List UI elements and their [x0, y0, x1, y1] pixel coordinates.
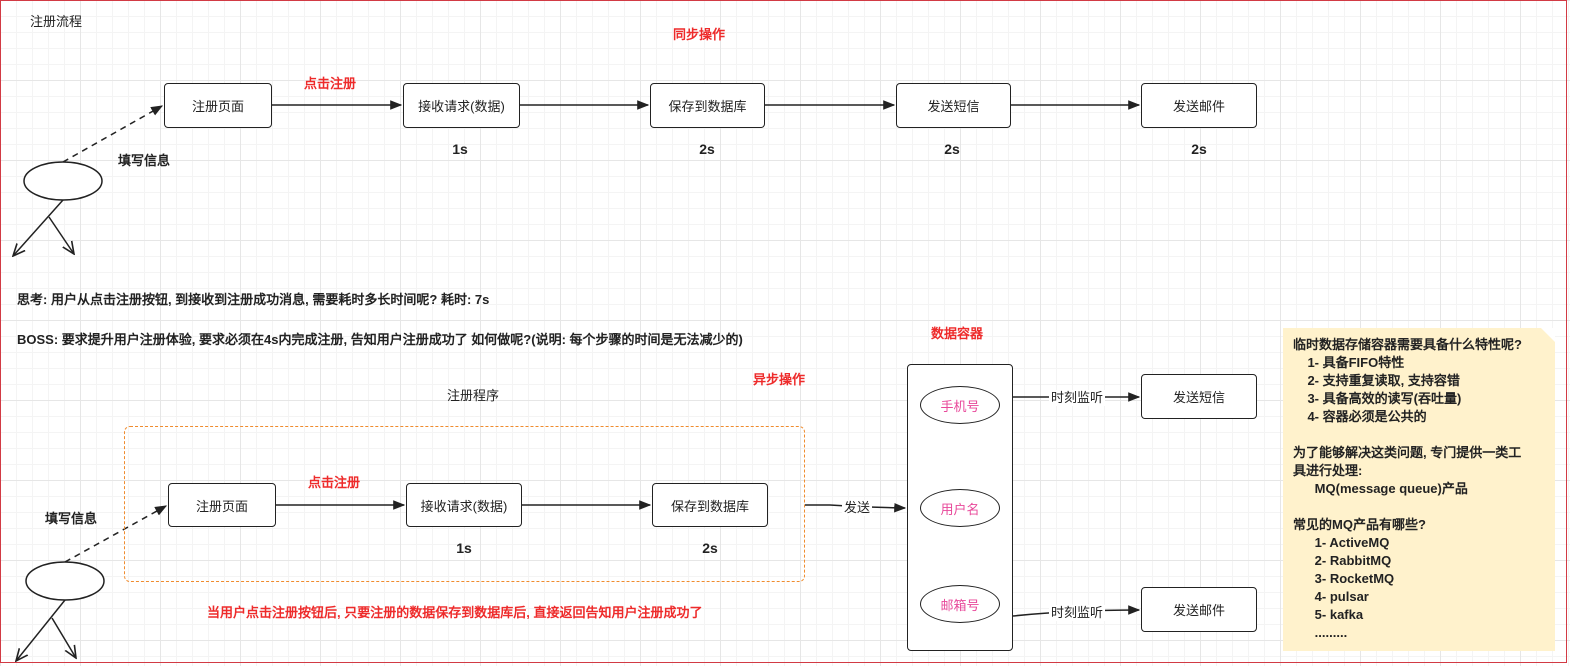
- async-conclusion: 当用户点击注册按钮后, 只要注册的数据保存到数据库后, 直接返回告知用户注册成功…: [207, 605, 703, 620]
- note-line: 临时数据存储容器需要具备什么特性呢?: [1293, 337, 1522, 352]
- async-step-receive-request: 接收请求(数据): [406, 483, 522, 527]
- boss-requirement: BOSS: 要求提升用户注册体验, 要求必须在4s内完成注册, 告知用户注册成功…: [17, 332, 743, 347]
- sync-step-time: 1s: [452, 141, 468, 157]
- consumer-label: 发送短信: [1172, 390, 1225, 405]
- sync-step-save-db: 保存到数据库: [650, 83, 765, 128]
- sync-step-label: 发送短信: [927, 99, 980, 114]
- sync-step-label: 接收请求(数据): [418, 99, 505, 114]
- sync-step-time: 2s: [699, 141, 715, 157]
- sync-fill-arrow: [62, 105, 164, 163]
- note-line: 常见的MQ产品有哪些?: [1293, 517, 1426, 532]
- note-line: 4- 容器必须是公共的: [1293, 409, 1427, 424]
- note-line: [1293, 498, 1545, 516]
- sync-user-actor: [13, 161, 103, 256]
- mq-note: 临时数据存储容器需要具备什么特性呢? 1- 具备FIFO特性 2- 支持重复读取…: [1283, 328, 1555, 651]
- note-fold-corner: [1541, 328, 1555, 342]
- async-user-actor: [16, 561, 105, 661]
- sync-fill-info-label: 填写信息: [118, 153, 171, 168]
- consumer-label: 发送邮件: [1172, 603, 1225, 618]
- sync-step-send-mail: 发送邮件: [1141, 83, 1257, 128]
- async-click-register-label: 点击注册: [308, 475, 361, 490]
- note-line: 1- ActiveMQ: [1293, 535, 1390, 550]
- async-step-label: 注册页面: [195, 498, 248, 514]
- listen-label-mail: 时刻监听: [1049, 605, 1106, 621]
- thinking-question: 思考: 用户从点击注册按钮, 到接收到注册成功消息, 需要耗时多长时间呢? 耗时…: [17, 292, 490, 307]
- sync-step-time: 2s: [1191, 141, 1207, 157]
- sync-step-register-page: 注册页面: [164, 83, 272, 128]
- note-line: MQ(message queue)产品: [1293, 481, 1468, 496]
- note-line: 1- 具备FIFO特性: [1293, 355, 1405, 370]
- async-step-label: 接收请求(数据): [420, 498, 508, 514]
- sync-step-label: 发送邮件: [1172, 99, 1225, 114]
- async-program-region: [124, 426, 805, 582]
- send-label: 发送: [842, 500, 873, 516]
- async-step-time: 2s: [702, 540, 718, 556]
- sync-mode-title: 同步操作: [673, 27, 726, 42]
- container-item-email: 邮箱号: [920, 585, 1000, 623]
- sync-heading: 注册流程: [30, 14, 83, 29]
- async-step-save-db: 保存到数据库: [652, 483, 768, 527]
- container-item-username: 用户名: [920, 489, 1000, 527]
- note-line: 2- RabbitMQ: [1293, 553, 1392, 568]
- async-step-register-page: 注册页面: [168, 483, 276, 527]
- note-line: 4- pulsar: [1293, 589, 1369, 604]
- async-fill-info-label: 填写信息: [45, 511, 98, 526]
- note-line: [1293, 426, 1545, 444]
- consumer-send-mail: 发送邮件: [1141, 587, 1257, 632]
- async-program-title: 注册程序: [447, 388, 500, 403]
- sync-step-label: 保存到数据库: [668, 99, 747, 114]
- sync-step-time: 2s: [944, 141, 960, 157]
- note-line: 3- 具备高效的读写(吞吐量): [1293, 391, 1462, 406]
- data-container-title: 数据容器: [931, 326, 984, 341]
- note-line: 3- RocketMQ: [1293, 571, 1395, 586]
- async-fill-arrow: [64, 505, 168, 563]
- sync-click-register-label: 点击注册: [304, 76, 357, 91]
- note-line: 具进行处理:: [1293, 463, 1363, 478]
- sync-step-label: 注册页面: [191, 99, 244, 114]
- async-step-label: 保存到数据库: [670, 498, 749, 514]
- consumer-send-sms: 发送短信: [1141, 374, 1257, 419]
- async-mode-title: 异步操作: [753, 372, 806, 387]
- listen-label-sms: 时刻监听: [1049, 390, 1106, 406]
- note-line: 5- kafka: [1293, 607, 1364, 622]
- sync-step-send-sms: 发送短信: [896, 83, 1011, 128]
- note-line: .........: [1293, 625, 1348, 640]
- sync-step-receive-request: 接收请求(数据): [403, 83, 520, 128]
- container-item-phone: 手机号: [920, 386, 1000, 424]
- async-step-time: 1s: [456, 540, 472, 556]
- note-line: 为了能够解决这类问题, 专门提供一类工: [1293, 445, 1522, 460]
- note-line: 2- 支持重复读取, 支持容错: [1293, 373, 1460, 388]
